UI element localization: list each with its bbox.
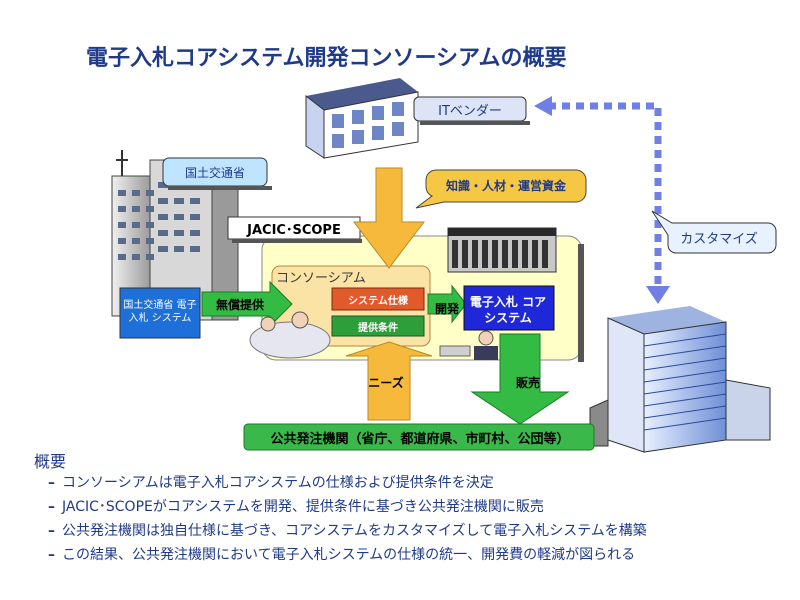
company-building — [447, 227, 557, 273]
sales-arrow — [470, 333, 570, 425]
needs-arrow — [345, 341, 433, 421]
summary-bullet-text: 公共発注機関は独自仕様に基づき、コアシステムをカスタマイズして電子入札システムを… — [62, 523, 647, 539]
summary-bullet-text: この結果、公共発注機関において電子入札システムの仕様の統一、開発費の軽減が図られ… — [62, 547, 636, 563]
summary-list: –コンソーシアムは電子入札コアシステムの仕様および提供条件を決定 –JACIC･… — [48, 472, 647, 568]
public-agencies-label: 公共発注機関（省庁、都道府県、市町村、公団等） — [270, 431, 570, 447]
public-agencies-box — [243, 423, 595, 451]
bullet-dash: – — [48, 499, 55, 515]
consortium-panel-shadow — [578, 244, 584, 362]
summary-bullet: –コンソーシアムは電子入札コアシステムの仕様および提供条件を決定 — [48, 472, 647, 496]
needs-label: ニーズ — [368, 375, 404, 390]
bullet-dash: – — [48, 547, 55, 563]
consortium-label: コンソーシアム — [276, 270, 366, 286]
knowledge-balloon — [415, 169, 587, 209]
mlit-label: 国土交通省 — [184, 165, 245, 180]
summary-bullet-text: コンソーシアムは電子入札コアシステムの仕様および提供条件を決定 — [62, 475, 494, 491]
provision-box — [331, 315, 425, 337]
summary-bullet: –JACIC･SCOPEがコアシステムを開発、提供条件に基づき公共発注機関に販売 — [48, 496, 647, 520]
customize-label: カスタマイズ — [680, 231, 758, 247]
mlit-system-label: 国土交通省 電子入札 システム — [123, 300, 197, 324]
development-arrow — [427, 284, 467, 324]
page-title: 電子入札コアシステム開発コンソーシアムの概要 — [86, 46, 567, 71]
core-system-label: 電子入札 コアシステム — [469, 295, 547, 325]
knowledge-label: 知識・人材・運営資金 — [445, 178, 566, 193]
it-vendor-building — [305, 78, 419, 159]
customize-callout — [651, 210, 777, 254]
jacic-scope-label: JACIC･SCOPE — [247, 222, 341, 238]
it-vendor-label: ITベンダー — [438, 103, 502, 119]
people-illustration — [249, 311, 498, 360]
system-spec-label: システム仕様 — [348, 295, 408, 307]
bullet-dash: – — [48, 523, 55, 539]
core-system-box — [463, 285, 555, 331]
summary-bullet-text: JACIC･SCOPEがコアシステムを開発、提供条件に基づき公共発注機関に販売 — [62, 499, 544, 515]
dashed-arrowhead-down — [646, 286, 670, 304]
mlit-system-box — [119, 287, 201, 339]
public-agency-tower — [589, 306, 771, 453]
summary-heading: 概要 — [34, 452, 67, 471]
dashed-arrowhead-left — [534, 96, 552, 116]
free-provision-arrow — [201, 280, 293, 328]
development-label: 開発 — [434, 301, 459, 316]
bullet-dash: – — [48, 475, 55, 491]
system-spec-box — [331, 287, 425, 311]
resource-arrow — [352, 167, 426, 269]
provision-conditions-label: 提供条件 — [358, 322, 398, 334]
summary-bullet: –この結果、公共発注機関において電子入札システムの仕様の統一、開発費の軽減が図ら… — [48, 544, 647, 568]
sales-label: 販売 — [515, 375, 540, 390]
summary-bullet: –公共発注機関は独自仕様に基づき、コアシステムをカスタマイズして電子入札システム… — [48, 520, 647, 544]
free-provision-label: 無償提供 — [215, 297, 264, 312]
